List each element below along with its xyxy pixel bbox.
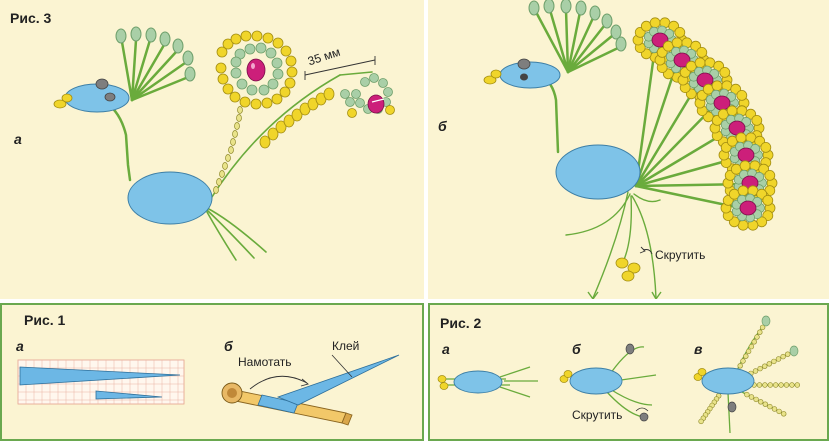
crest-stem [130, 38, 138, 102]
tail-feather [720, 185, 776, 231]
twist-arrow-head [639, 246, 646, 254]
body [127, 171, 213, 225]
wind-arrow [249, 375, 308, 390]
trailing-wire [622, 195, 632, 263]
fig2-step-a [437, 366, 538, 398]
crest-stem [566, 46, 620, 74]
dimension-line [304, 56, 376, 80]
feather-ring-large [215, 30, 298, 110]
eye-bead [104, 92, 116, 102]
head [64, 83, 130, 113]
body [555, 144, 641, 200]
trailing-wire [592, 191, 629, 299]
trailing-wire [631, 195, 657, 299]
crest-stem [534, 10, 570, 74]
feather-ring-small [340, 73, 395, 118]
fig2-twist-label: Скрутить [572, 408, 623, 422]
beak-bead [61, 93, 73, 103]
eye-bead [95, 78, 109, 90]
crest-stem [566, 10, 582, 74]
crest-stem [130, 50, 178, 102]
fig3-title: Рис. 3 [10, 10, 52, 26]
fig1-panel: Рис. 1 а б Намотать Клей [0, 303, 424, 441]
fig3-label-a: а [14, 131, 22, 147]
crest-stem [548, 8, 570, 74]
twist-beads [615, 257, 641, 282]
feather-wire-tip [339, 71, 373, 76]
beak-bead [490, 69, 502, 79]
eye-bead [517, 58, 531, 70]
neck-wire [100, 98, 132, 182]
winding-tool [221, 382, 353, 426]
fig3-label-b: б [438, 118, 447, 134]
crest-stem [130, 43, 166, 102]
bead-string [213, 106, 243, 194]
crest-stem [566, 24, 606, 74]
tail-wire [206, 211, 237, 261]
fig2-step-b [559, 343, 657, 422]
feather-wire [209, 74, 341, 201]
fig1-drawing [17, 354, 400, 426]
crest-beads [528, 0, 627, 52]
tail-wire [206, 207, 267, 253]
crest-stem [120, 40, 134, 102]
fig1-label-a: а [16, 338, 24, 354]
fig3b-panel: б Скрутить [428, 0, 829, 299]
crest-stem [130, 76, 188, 102]
twist-label: Скрутить [655, 248, 706, 262]
crest-beads [115, 26, 196, 82]
crest-stem [566, 16, 595, 74]
eye-bead [520, 73, 528, 81]
fig3a-drawing [53, 26, 395, 261]
bead-chain [698, 324, 800, 425]
paper-strip-short [95, 390, 163, 400]
fig2-title: Рис. 2 [440, 315, 482, 331]
beak-bead [483, 75, 497, 85]
tail-stem [634, 58, 680, 188]
paper-strip-long [19, 366, 181, 386]
crest-stem [566, 34, 614, 74]
tail-fan [632, 17, 778, 231]
crest-stem [130, 38, 152, 102]
fig2-label-a: а [442, 341, 450, 357]
fig3a-panel: Рис. 3 а 35 мм [0, 0, 424, 299]
fig2-panel: Рис. 2 а б в Скрутить [428, 303, 829, 441]
fig1-label-b: б [224, 338, 233, 354]
wind-label: Намотать [238, 355, 292, 369]
tail-stem [634, 38, 658, 188]
fig2-step-v [693, 315, 800, 434]
fig2-label-v: в [694, 341, 703, 357]
crest-stem [130, 61, 187, 102]
glue-label: Клей [332, 339, 360, 353]
wind-arrow-head [300, 378, 309, 387]
trailing-wire [633, 193, 661, 203]
glue-leader [331, 354, 353, 378]
trailing-wire [565, 193, 631, 236]
tail-wire [206, 209, 255, 259]
feather-bead-row [259, 87, 335, 149]
glued-strip [276, 354, 400, 406]
fig1-title: Рис. 1 [24, 312, 66, 328]
fig3b-drawing [483, 0, 778, 299]
fig2-label-b: б [572, 341, 581, 357]
beak-bead [53, 99, 67, 109]
wire-arrowheads [587, 291, 662, 299]
crest-stem [564, 8, 570, 74]
fig2-drawing [437, 315, 800, 434]
